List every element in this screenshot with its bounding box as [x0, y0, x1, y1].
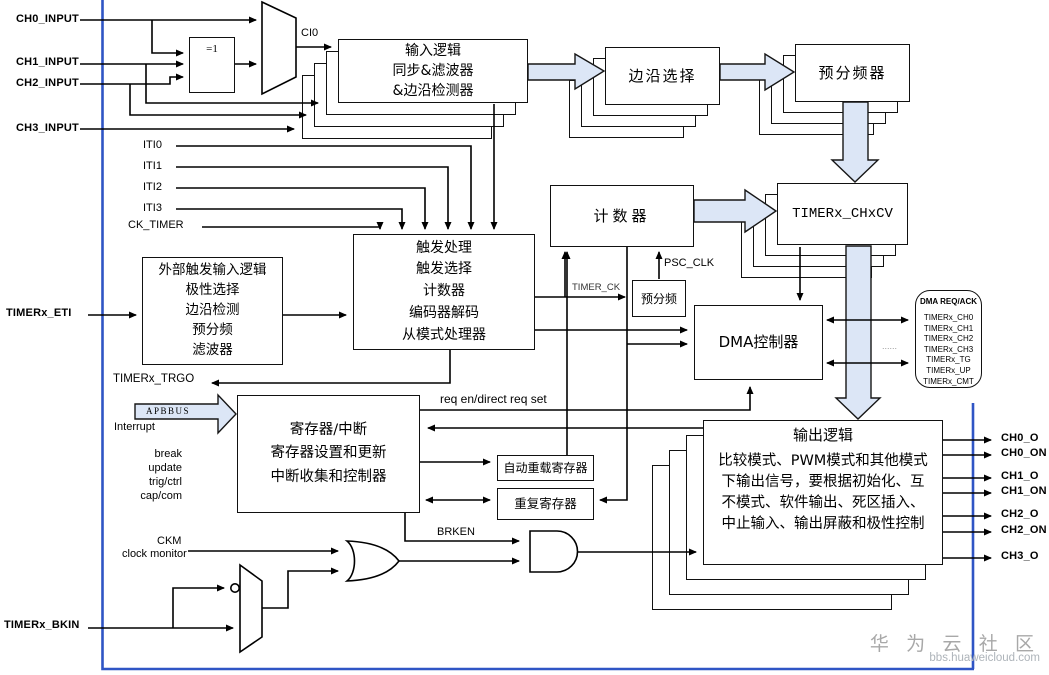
or-gate-icon [344, 540, 401, 582]
label-ch2-input: CH2_INPUT [16, 77, 79, 89]
label-ch3-input: CH3_INPUT [16, 122, 79, 134]
trigger-processing-block: 触发处理 触发选择 计数器 编码器解码 从模式处理器 [353, 234, 535, 350]
label-interrupt: Interrupt [114, 421, 155, 433]
xor-gate-block: =1 [189, 37, 235, 93]
inverter-bubble-icon [230, 582, 241, 593]
edge-select-block: 边沿选择 [605, 47, 720, 105]
input-logic-block: 输入逻辑 同步&滤波器 &边沿检测器 [338, 39, 528, 103]
label-trig-ctrl: trig/ctrl [149, 476, 182, 488]
label-ch0-on: CH0_ON [1001, 447, 1047, 459]
output-logic-block: 输出逻辑 比较模式、PWM模式和其他模式 下输出信号，要根据初始化、互 不模式、… [703, 420, 943, 565]
auto-reload-register-block: 自动重载寄存器 [497, 455, 594, 481]
label-iti2: ITI2 [143, 181, 162, 193]
label-dots: ...... [882, 341, 898, 351]
counter-block: 计数器 [550, 185, 694, 247]
label-ch0-input: CH0_INPUT [16, 13, 79, 25]
dma-req-item: TIMERx_CMT [923, 376, 974, 386]
dma-req-ack-title: DMA REQ/ACK [919, 297, 978, 306]
label-timerx-trgo: TIMERx_TRGO [113, 373, 195, 385]
label-ch3-o: CH3_O [1001, 550, 1039, 562]
external-trigger-block: 外部触发输入逻辑 极性选择 边沿检测 预分频 滤波器 [142, 257, 283, 365]
psc-small-block: 预分频 [632, 280, 686, 317]
label-timer-ck: TIMER_CK [572, 282, 621, 293]
input-mux [261, 0, 297, 96]
dma-req-item: TIMERx_TG [926, 355, 971, 365]
label-ch1-input: CH1_INPUT [16, 56, 79, 68]
label-iti3: ITI3 [143, 202, 162, 214]
dma-req-item: TIMERx_CH1 [923, 323, 974, 333]
dma-req-item: TIMERx_CH2 [923, 334, 974, 344]
label-ch1-o: CH1_O [1001, 470, 1039, 482]
label-ch0-o: CH0_O [1001, 432, 1039, 444]
label-ci0: CI0 [301, 27, 319, 39]
label-apbbus: APBBUS [146, 406, 191, 416]
label-timerx-eti: TIMERx_ETI [6, 307, 72, 319]
dma-req-ack-box: DMA REQ/ACK TIMERx_CH0 TIMERx_CH1 TIMERx… [915, 290, 982, 388]
label-iti1: ITI1 [143, 160, 162, 172]
dma-controller-block: DMA控制器 [694, 305, 823, 380]
dma-req-item: TIMERx_UP [926, 365, 971, 375]
label-update: update [148, 462, 182, 474]
label-req-en: req en/direct req set [440, 392, 547, 406]
dma-req-item: TIMERx_CH0 [923, 313, 974, 322]
label-brken: BRKEN [437, 526, 475, 538]
label-break: break [154, 448, 182, 460]
registers-interrupt-block: 寄存器/中断 寄存器设置和更新 中断收集和控制器 [237, 395, 420, 513]
label-ch2-on: CH2_ON [1001, 524, 1047, 536]
label-ck-timer: CK_TIMER [128, 219, 184, 231]
label-cap-com: cap/com [140, 490, 182, 502]
output-logic-title: 输出逻辑 [792, 426, 853, 444]
chxcv-block: TIMERx_CHxCV [777, 183, 908, 245]
dma-req-item: TIMERx_CH3 [923, 344, 974, 354]
output-logic-body: 比较模式、PWM模式和其他模式 下输出信号，要根据初始化、互 不模式、软件输出、… [718, 452, 928, 532]
label-ch2-o: CH2_O [1001, 508, 1039, 520]
label-ch1-on: CH1_ON [1001, 485, 1047, 497]
repetition-register-block: 重复寄存器 [497, 488, 594, 520]
label-iti0: ITI0 [143, 139, 162, 151]
label-ckm: CKM [157, 535, 182, 547]
bkin-mux [239, 563, 263, 654]
label-clock-monitor: clock monitor [122, 548, 187, 560]
label-psc-clk: PSC_CLK [664, 257, 715, 269]
prescaler-block: 预分频器 [795, 44, 910, 102]
label-timerx-bkin: TIMERx_BKIN [4, 619, 80, 631]
watermark-url: bbs.huaweicloud.com [929, 652, 1040, 664]
and-gate-icon [529, 530, 579, 573]
